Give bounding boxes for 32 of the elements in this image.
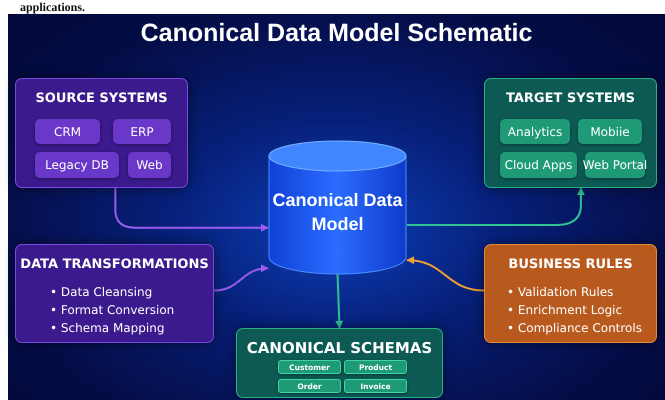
connector-arrow [114, 188, 269, 232]
bullet-item: • Validation Rules [507, 284, 614, 301]
group-panel [15, 78, 188, 188]
system-chip: Legacy DB [35, 152, 119, 178]
panel-heading: SOURCE SYSTEMS [34, 91, 169, 106]
group-panel [484, 78, 657, 188]
bullet-item: • Format Conversion [50, 302, 174, 319]
bullet-item: • Schema Mapping [50, 320, 166, 337]
system-chip: Web [128, 152, 171, 178]
bullet-item: • Enrichment Logic [507, 302, 624, 319]
panel-heading: BUSINESS RULES [507, 257, 634, 272]
diagram-title: Canonical Data Model Schematic [140, 18, 534, 49]
system-chip: ERP [113, 119, 171, 144]
cut-off-heading-text: applications. [20, 0, 86, 14]
panel-heading: DATA TRANSFORMATIONS [19, 257, 210, 272]
system-chip: Web Portal [585, 152, 645, 178]
connector-arrow [407, 187, 585, 226]
connector-arrow [335, 272, 344, 329]
database-label: Canonical Data Model [271, 189, 404, 236]
info-panel [484, 244, 657, 343]
system-chip: Analytics [500, 119, 570, 144]
bullet-item: • Compliance Controls [507, 320, 642, 337]
info-panel [15, 244, 214, 343]
panel-heading: TARGET SYSTEMS [504, 91, 636, 106]
system-chip: Mobiie [578, 119, 642, 144]
system-chip: Cloud Apps [500, 152, 577, 178]
group-panel [236, 328, 443, 398]
panel-heading: CANONICAL SCHEMAS [246, 339, 434, 357]
system-chip: CRM [35, 119, 100, 144]
bullet-item: • Data Cleansing [50, 284, 154, 301]
connector-arrow [406, 256, 484, 292]
connector-arrow [214, 264, 269, 292]
